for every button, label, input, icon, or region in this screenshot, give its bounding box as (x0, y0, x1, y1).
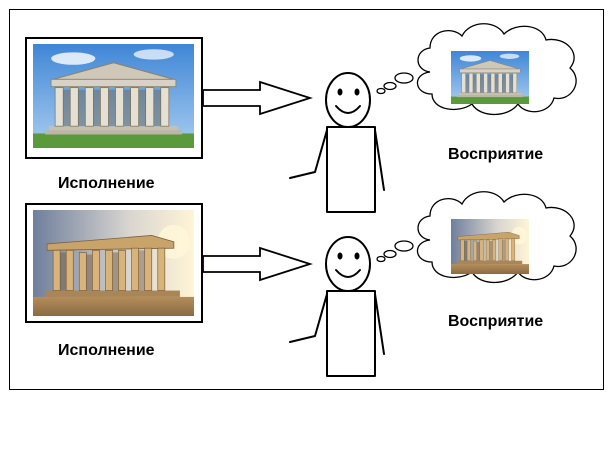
execution-label-2: Исполнение (58, 342, 155, 359)
diagram-frame (9, 9, 604, 390)
execution-image-1 (33, 44, 194, 148)
perception-image-1 (451, 51, 529, 104)
person-2 (289, 236, 385, 377)
arrow-1 (202, 81, 311, 115)
execution-label-1: Исполнение (58, 175, 155, 192)
person-1 (289, 72, 385, 213)
row-2 (25, 191, 577, 377)
perception-image-2 (451, 219, 529, 274)
perception-label-2: Восприятие (448, 313, 544, 330)
execution-image-2 (33, 210, 194, 316)
arrow-2 (202, 247, 311, 281)
perception-label-1: Восприятие (448, 146, 544, 163)
row-1 (25, 23, 577, 213)
